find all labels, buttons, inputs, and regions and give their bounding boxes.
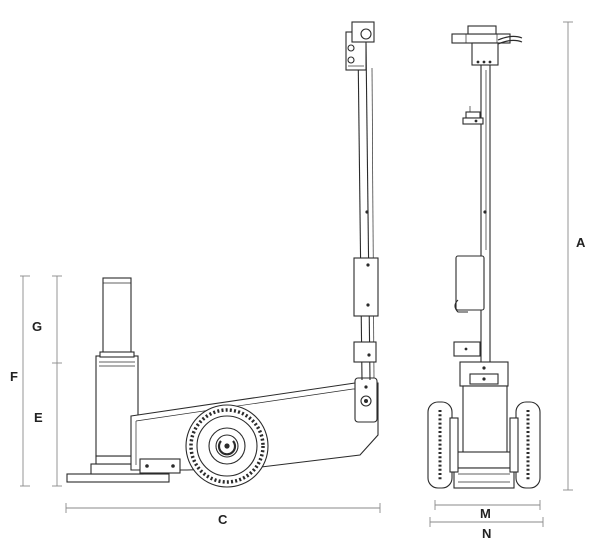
handle-tube [357, 43, 363, 381]
base-plate [66, 473, 170, 483]
label-n: N [482, 526, 491, 541]
label-g: G [32, 319, 42, 334]
front-handle-clamp [455, 255, 485, 311]
ram-piston [102, 277, 132, 357]
handle-clamp-upper [353, 257, 379, 317]
jack-side-view [66, 21, 379, 488]
label-f: F [10, 369, 18, 384]
label-m: M [480, 506, 491, 521]
label-e: E [34, 410, 43, 425]
label-c: C [218, 512, 228, 527]
label-a: A [576, 235, 586, 250]
jack-front-view [427, 25, 541, 489]
front-base [453, 467, 515, 489]
handle-clamp-lower [353, 341, 377, 363]
dimension-lines [20, 21, 573, 527]
